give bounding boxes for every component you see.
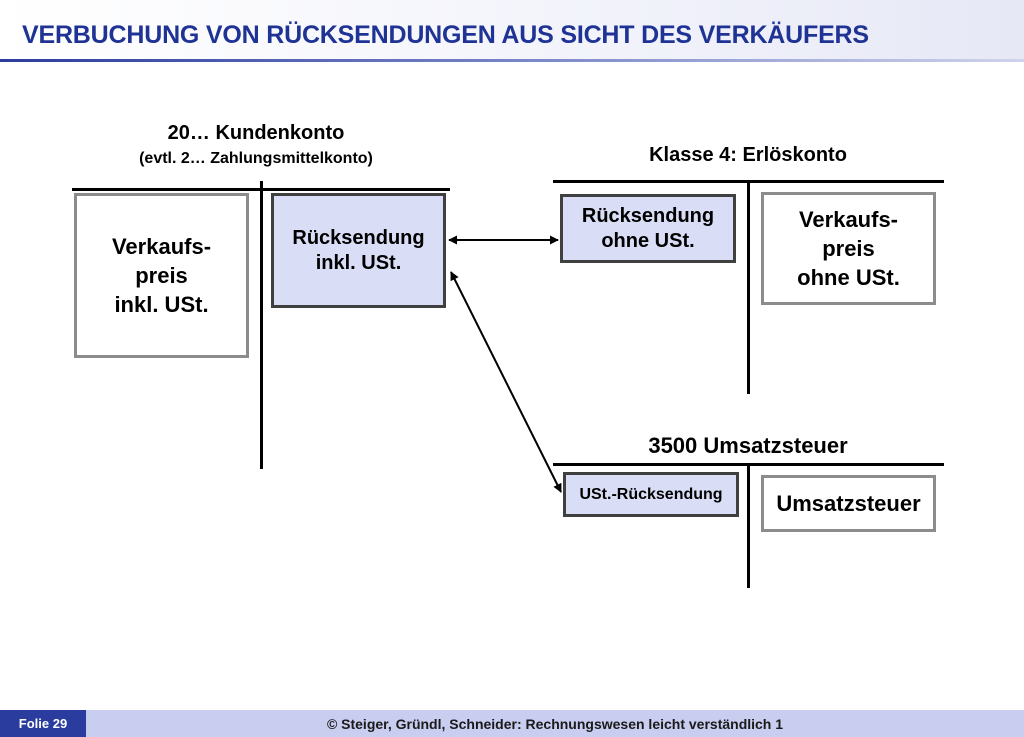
kundenkonto-haben-box: Rücksendung inkl. USt.: [271, 193, 446, 308]
erloeskonto-soll-box: Rücksendung ohne USt.: [560, 194, 736, 263]
slide-title: VERBUCHUNG VON RÜCKSENDUNGEN AUS SICHT D…: [22, 21, 869, 49]
erloeskonto-title: Klasse 4: Erlöskonto: [649, 144, 847, 166]
erloeskonto-t-center: [747, 180, 750, 394]
title-bar: [0, 0, 1024, 62]
umsatzsteuer-haben-box: Umsatzsteuer: [761, 475, 936, 532]
footer-slide-number: Folie 29: [0, 710, 86, 737]
kundenkonto-soll-box: Verkaufs- preis inkl. USt.: [74, 193, 249, 358]
kundenkonto-subtitle: (evtl. 2… Zahlungsmittelkonto): [139, 150, 373, 167]
umsatzsteuer-title: 3500 Umsatzsteuer: [648, 433, 848, 458]
kundenkonto-title: 20… Kundenkonto: [167, 122, 345, 144]
umsatzsteuer-soll-box: USt.-Rücksendung: [563, 472, 739, 517]
title-underline: [0, 59, 1024, 62]
footer-bar: [0, 710, 1024, 737]
footer-copyright: © Steiger, Gründl, Schneider: Rechnungsw…: [326, 715, 784, 732]
arrow-to-umsatzsteuer: [450, 271, 562, 493]
umsatzsteuer-t-center: [747, 463, 750, 588]
kundenkonto-t-center: [260, 181, 263, 469]
erloeskonto-haben-box: Verkaufs- preis ohne USt.: [761, 192, 936, 305]
